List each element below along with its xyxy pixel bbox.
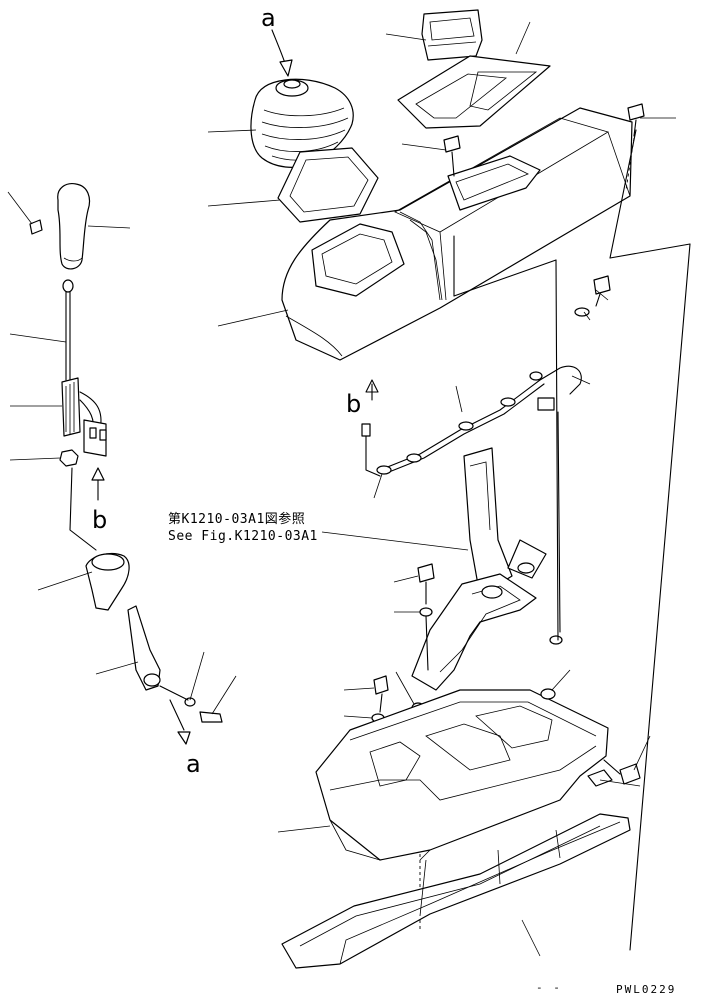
label-b-right: b <box>346 390 362 418</box>
figure-code: PWL0229 <box>616 983 677 996</box>
label-a-top: a <box>261 4 276 32</box>
arrow-b-left <box>91 467 105 501</box>
boot-frame <box>277 147 379 223</box>
dash-mark: - - <box>536 981 562 994</box>
reference-note-en: See Fig.K1210-03A1 <box>168 529 318 544</box>
leader-lines <box>7 21 676 957</box>
shift-knob <box>29 183 91 270</box>
console-cover <box>281 107 633 361</box>
grip <box>61 377 107 457</box>
bolt-top-right <box>625 103 645 191</box>
switch <box>421 9 483 61</box>
lever <box>127 605 223 745</box>
bolt-right-2 <box>603 759 641 785</box>
shift-rod <box>62 279 74 381</box>
bolt-center-1 <box>417 563 435 671</box>
nut-left <box>59 449 79 467</box>
arrow-a-top <box>271 29 293 77</box>
bolt-cover <box>443 135 461 177</box>
bolt-right-1 <box>593 275 611 307</box>
bracket <box>411 447 547 691</box>
lever-holder <box>69 467 130 611</box>
clip-right <box>587 769 613 787</box>
washer-right <box>574 307 590 317</box>
connecting-lines <box>453 129 691 951</box>
cover-plate <box>397 55 551 129</box>
label-b-left: b <box>92 506 108 534</box>
label-a-bottom: a <box>186 750 201 778</box>
shift-boot <box>250 78 354 168</box>
bottom-tray <box>281 813 631 969</box>
console-base <box>315 635 609 861</box>
reference-note-jp: 第K1210-03A1図参照 <box>168 512 306 527</box>
